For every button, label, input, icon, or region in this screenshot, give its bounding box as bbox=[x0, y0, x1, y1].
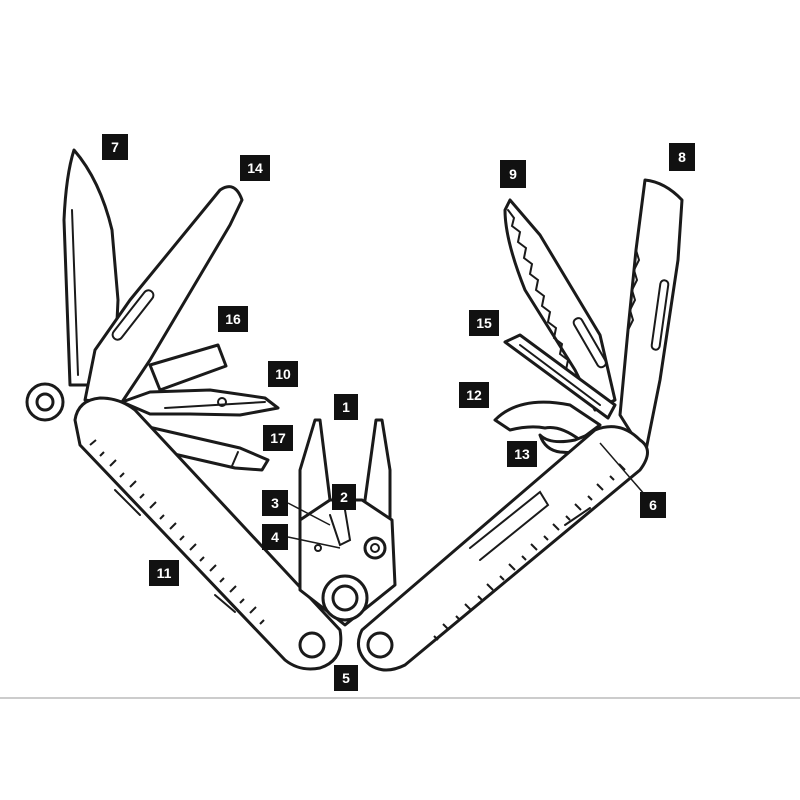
svg-text:1: 1 bbox=[342, 399, 350, 415]
lanyard-ring-hole bbox=[35, 392, 55, 412]
bit-driver bbox=[503, 333, 617, 420]
svg-text:5: 5 bbox=[342, 670, 350, 686]
svg-text:17: 17 bbox=[270, 430, 286, 446]
svg-text:2: 2 bbox=[340, 489, 348, 505]
plier-pivot-inner bbox=[331, 584, 359, 612]
svg-text:15: 15 bbox=[476, 315, 492, 331]
left-pivot-screw bbox=[298, 631, 326, 659]
callout-2: 2 bbox=[332, 484, 356, 510]
callout-7: 7 bbox=[102, 134, 128, 160]
callout-12: 12 bbox=[459, 382, 489, 408]
leader-lines bbox=[287, 442, 646, 549]
left-side-tools bbox=[25, 148, 343, 671]
callout-1: 1 bbox=[334, 394, 358, 420]
callout-6: 6 bbox=[640, 492, 666, 518]
callout-9: 9 bbox=[500, 160, 526, 188]
serrated-blade bbox=[618, 178, 684, 457]
svg-text:9: 9 bbox=[509, 166, 517, 182]
callout-17: 17 bbox=[263, 425, 293, 451]
scissors bbox=[120, 388, 280, 417]
svg-text:7: 7 bbox=[111, 139, 119, 155]
left-handle bbox=[73, 396, 343, 671]
wire-stripper-hole bbox=[363, 536, 387, 560]
svg-text:11: 11 bbox=[157, 565, 172, 581]
svg-text:8: 8 bbox=[678, 149, 686, 165]
svg-text:14: 14 bbox=[247, 160, 263, 176]
large-arm-tool bbox=[83, 185, 244, 407]
svg-text:12: 12 bbox=[466, 387, 482, 403]
callout-11: 11 bbox=[149, 560, 179, 586]
svg-text:3: 3 bbox=[271, 495, 279, 511]
svg-text:4: 4 bbox=[271, 529, 279, 545]
callout-15: 15 bbox=[469, 310, 499, 336]
callout-3: 3 bbox=[262, 490, 288, 516]
callout-5: 5 bbox=[334, 665, 358, 691]
svg-text:13: 13 bbox=[514, 446, 530, 462]
callout-8: 8 bbox=[669, 143, 695, 171]
callout-13: 13 bbox=[507, 441, 537, 467]
svg-text:6: 6 bbox=[649, 497, 657, 513]
straight-blade bbox=[62, 148, 120, 387]
pliers bbox=[298, 418, 397, 627]
svg-text:16: 16 bbox=[225, 311, 241, 327]
small-flat-stub bbox=[148, 343, 228, 392]
callout-4: 4 bbox=[262, 524, 288, 550]
right-pivot-screw bbox=[366, 631, 394, 659]
can-opener bbox=[493, 400, 602, 442]
callout-16: 16 bbox=[218, 306, 248, 332]
left-handle-ruler bbox=[89, 439, 265, 625]
svg-text:10: 10 bbox=[275, 366, 291, 382]
callout-14: 14 bbox=[240, 155, 270, 181]
callout-10: 10 bbox=[268, 361, 298, 387]
right-handle bbox=[356, 425, 649, 672]
right-side-tools bbox=[356, 178, 684, 672]
